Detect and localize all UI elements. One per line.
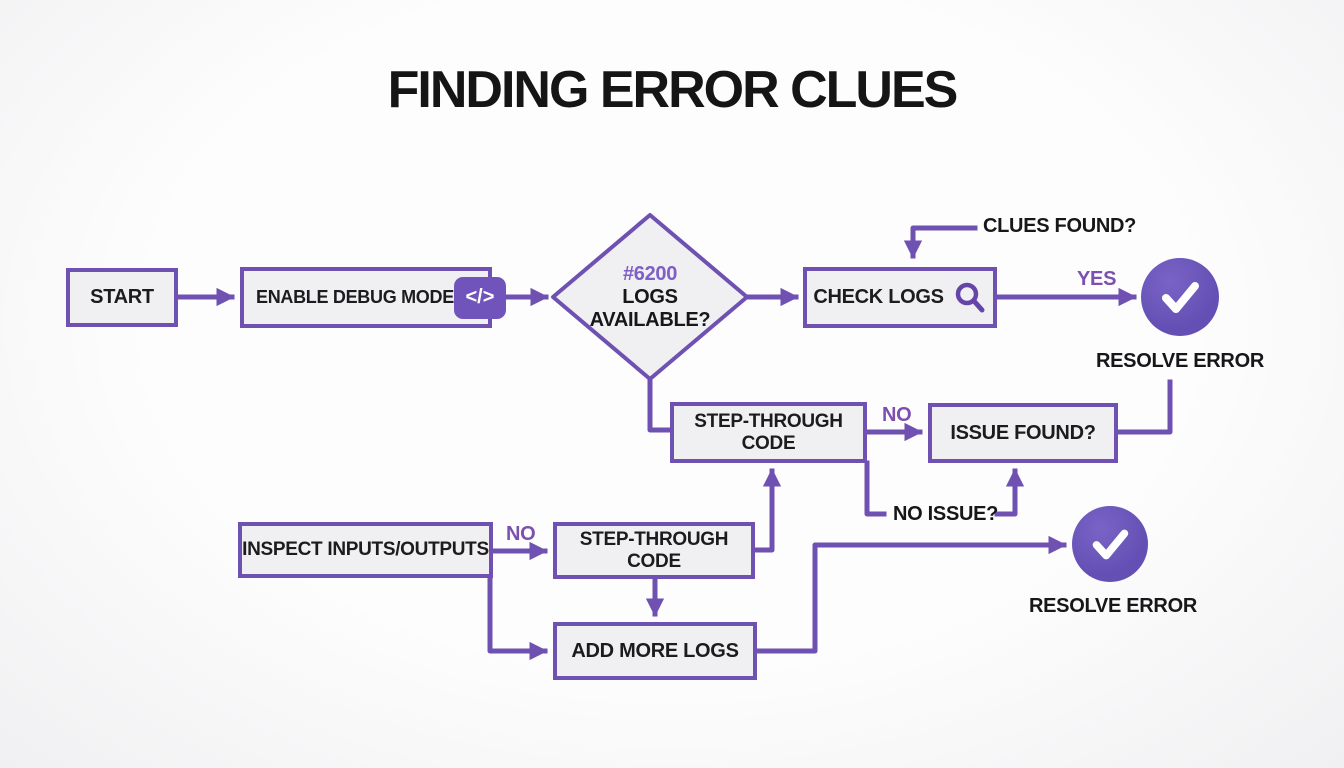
node-start-label: START (90, 286, 154, 309)
decision-question: LOGS AVAILABLE? (589, 286, 711, 331)
node-check-logs-label: CHECK LOGS (813, 286, 944, 309)
node-add-more-logs: ADD MORE LOGS (553, 622, 757, 680)
edge-label-clues-found: CLUES FOUND? (983, 215, 1137, 237)
resolve-error-label-bottom: RESOLVE ERROR (1029, 595, 1197, 617)
node-check-logs: CHECK LOGS (803, 267, 997, 328)
node-issue-found-label: ISSUE FOUND? (950, 421, 1096, 444)
resolve-error-label-top: RESOLVE ERROR (1096, 350, 1264, 372)
decision-diamond-shape (551, 213, 749, 381)
node-step-through-mid-label: STEP-THROUGH CODE (694, 411, 843, 454)
edge-decision-to-step-through (647, 378, 671, 433)
edge-step-low-to-step-mid (752, 468, 782, 553)
node-start: START (66, 268, 178, 327)
node-step-through-low-label: STEP-THROUGH CODE (579, 529, 729, 572)
node-inspect-io-label: INSPECT INPUTS/OUTPUTS (242, 539, 489, 561)
edge-label-no-bottom: NO (506, 523, 536, 545)
edge-issue-found-to-resolve-top (1115, 379, 1173, 435)
node-step-through-code-low: STEP-THROUGH CODE (553, 522, 755, 579)
resolve-success-circle-top (1141, 258, 1219, 336)
node-enable-debug-mode: ENABLE DEBUG MODE </> (240, 267, 506, 328)
search-icon (955, 282, 985, 312)
page-title: FINDING ERROR CLUES (387, 61, 959, 119)
edge-label-no-issue: NO ISSUE? (893, 503, 999, 525)
node-inspect-inputs-outputs: INSPECT INPUTS/OUTPUTS (238, 522, 493, 578)
edge-label-yes: YES (1077, 268, 1117, 290)
node-logs-available-decision: #6200 LOGS AVAILABLE? (575, 240, 725, 355)
node-add-more-logs-label: ADD MORE LOGS (571, 639, 739, 662)
node-step-through-code-mid: STEP-THROUGH CODE (670, 402, 867, 463)
edge-no-issue-left (864, 460, 887, 517)
node-enable-debug-label: ENABLE DEBUG MODE (256, 287, 454, 308)
code-icon: </> (453, 276, 506, 319)
node-issue-found: ISSUE FOUND? (928, 403, 1118, 463)
checkmark-icon (1162, 282, 1199, 313)
edge-no-issue-to-issue-found (994, 468, 1025, 517)
edge-add-logs-to-resolve-bottom (754, 535, 1067, 654)
edge-clues-found-to-check-logs (903, 225, 978, 259)
edge-label-no-top: NO (882, 404, 912, 426)
checkmark-icon (1092, 529, 1129, 560)
resolve-success-circle-bottom (1072, 506, 1148, 582)
edge-inspect-to-add-logs (487, 575, 548, 661)
decision-tag: #6200 (622, 263, 678, 285)
